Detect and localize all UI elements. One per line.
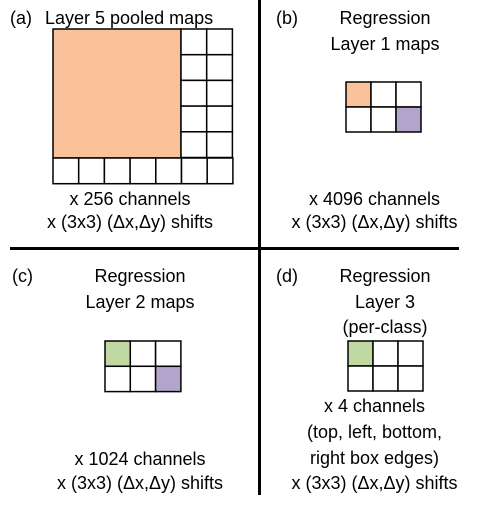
panel-a-label: (a) <box>10 8 32 28</box>
panel-c-caption-shifts: x (3x3) (Δx,Δy) shifts <box>56 473 224 493</box>
panel-b-caption-shifts: x (3x3) (Δx,Δy) shifts <box>291 212 458 232</box>
pooled-map-cell <box>180 79 208 107</box>
layer1-map-cell <box>395 106 422 133</box>
panel-b-label: (b) <box>276 8 298 28</box>
layer2-map-cell <box>154 365 182 393</box>
panel-a-caption-shifts: x (3x3) (Δx,Δy) shifts <box>46 212 214 232</box>
panel-a-title: Layer 5 pooled maps <box>45 8 214 28</box>
panel-a-feature-map-grid <box>52 28 234 185</box>
pooled-map-cell <box>180 28 208 56</box>
layer2-map-cell <box>154 340 182 368</box>
pooled-map-cell <box>205 28 234 56</box>
panel-b-regression-map-grid <box>345 81 422 133</box>
panel-d-label: (d) <box>276 266 298 286</box>
layer1-map-cell <box>370 81 397 108</box>
layer3-map-cell <box>347 340 374 367</box>
panel-a-caption-channels: x 256 channels <box>69 189 191 209</box>
pooled-map-cell <box>52 157 80 185</box>
panel-b-caption-channels: x 4096 channels <box>308 189 441 209</box>
pooled-map-cell <box>206 157 234 185</box>
panel-b-title-line1: Regression <box>339 8 431 28</box>
layer3-map-cell <box>347 365 374 392</box>
pooled-map-cell <box>180 131 208 159</box>
layer3-map-cell <box>372 365 399 392</box>
panel-c-title-line2: Layer 2 maps <box>85 292 195 312</box>
pooled-map-cell <box>205 131 234 159</box>
panel-d-caption-channels: x 4 channels <box>323 396 426 416</box>
pooled-map-cell <box>155 157 183 185</box>
pooled-map-cell <box>180 53 208 82</box>
panel-d-regression-map-grid <box>347 340 424 392</box>
pooled-map-cell <box>129 157 157 185</box>
layer1-map-cell <box>345 106 372 133</box>
layer1-map-cell <box>395 81 422 108</box>
pooled-map-cell <box>205 79 234 107</box>
pooled-map-cell <box>205 53 234 82</box>
layer2-map-cell <box>104 365 132 393</box>
pooled-map-cell <box>77 157 106 185</box>
horizontal-divider <box>10 247 459 250</box>
pooled-map-cell <box>180 157 208 185</box>
layer2-map-cell <box>104 340 132 368</box>
pooled-map-cell <box>180 105 208 133</box>
panel-b-title-line2: Layer 1 maps <box>330 34 440 54</box>
pooled-map-cell <box>205 105 234 133</box>
layer1-map-cell <box>370 106 397 133</box>
panel-d-title-line2: Layer 3 <box>354 292 416 312</box>
layer1-map-cell <box>345 81 372 108</box>
panel-d-caption-shifts: x (3x3) (Δx,Δy) shifts <box>291 473 458 493</box>
panel-c-title-line1: Regression <box>94 266 186 286</box>
layer2-map-cell <box>129 365 157 393</box>
panel-d-caption-edges-line1: (top, left, bottom, <box>306 422 443 442</box>
pooled-map-cell <box>103 157 131 185</box>
panel-c-label: (c) <box>12 266 33 286</box>
panel-d-title-line3: (per-class) <box>342 317 428 337</box>
layer2-map-cell <box>129 340 157 368</box>
layer3-map-cell <box>372 340 399 367</box>
pooled-map-block <box>52 28 182 159</box>
panel-d-title-line1: Regression <box>339 266 431 286</box>
panel-d-caption-edges-line2: right box edges) <box>309 448 440 468</box>
layer3-map-cell <box>397 340 424 367</box>
layer3-map-cell <box>397 365 424 392</box>
panel-c-regression-map-grid <box>104 340 182 393</box>
panel-c-caption-channels: x 1024 channels <box>74 449 206 469</box>
